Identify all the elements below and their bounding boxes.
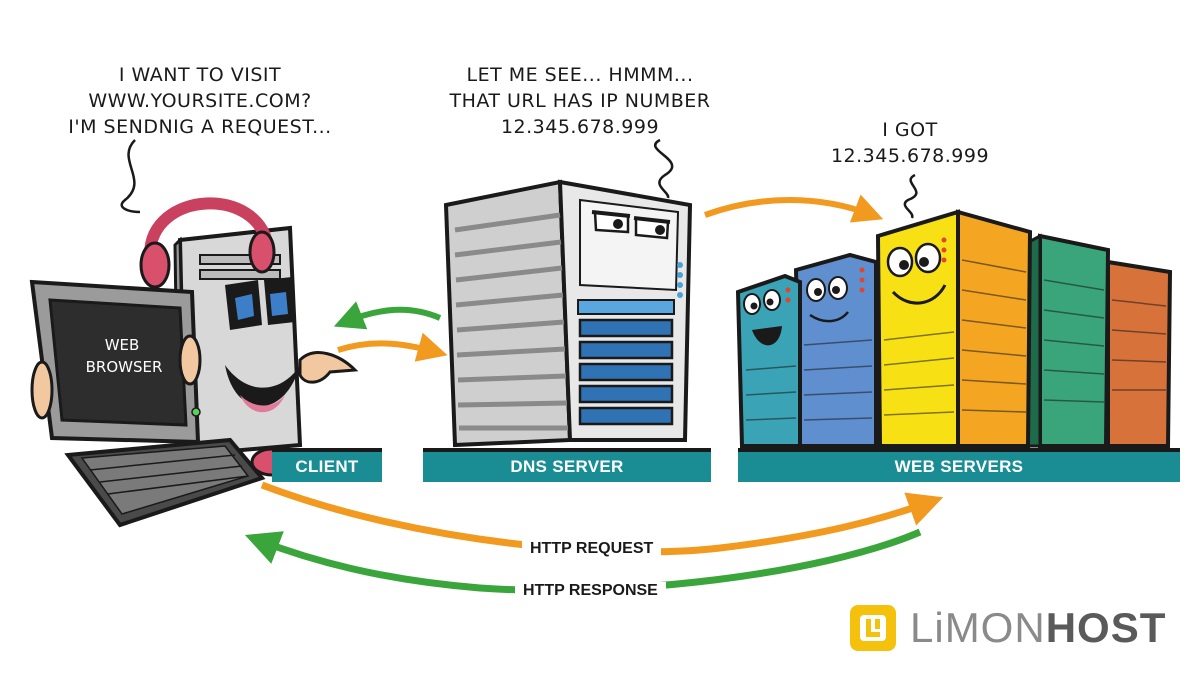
web-speech-line: 12.345.678.999 [830, 145, 990, 167]
web-label: WEB SERVERS [894, 457, 1024, 476]
lemon-logo-icon [850, 605, 896, 651]
dns-speech-tail [653, 138, 674, 199]
dns-speech-line: LET ME SEE... HMMM... [466, 64, 694, 86]
dns-speech-line: 12.345.678.999 [500, 116, 660, 138]
web-speech-line: I GOT [882, 119, 938, 141]
http-request-label: HTTP REQUEST [522, 540, 662, 558]
client-label: CLIENT [295, 457, 359, 476]
web-speech-tail [903, 173, 918, 219]
dns-speech: LET ME SEE... HMMM... THAT URL HAS IP NU… [420, 62, 740, 140]
monitor-label-line: WEB [105, 336, 140, 354]
client-request-arrow [337, 332, 448, 362]
dns-to-web-arrow [703, 194, 884, 223]
dns-label-bar: DNS SERVER [423, 448, 711, 482]
web-label-bar: WEB SERVERS [738, 448, 1180, 482]
http-request-arrow [260, 481, 944, 556]
dns-server-icon [443, 179, 693, 448]
dns-response-arrow [333, 301, 442, 330]
http-response-label: HTTP RESPONSE [515, 582, 666, 600]
client-label-bar: CLIENT [272, 448, 382, 482]
dns-speech-line: THAT URL HAS IP NUMBER [449, 90, 711, 112]
client-speech-tail [120, 139, 141, 214]
monitor-label-line: BROWSER [86, 358, 163, 376]
client-speech-line: I WANT TO VISIT [118, 64, 282, 86]
client-computer-icon: WEB BROWSER [29, 197, 359, 528]
client-speech-line: I'M SENDNIG A REQUEST... [68, 116, 332, 138]
web-speech: I GOT 12.345.678.999 [800, 117, 1020, 169]
logo-part2: HOST [1045, 604, 1167, 651]
client-speech-line: WWW.YOURSITE.COM? [88, 90, 312, 112]
logo-wordmark: LiMONHOST [910, 604, 1166, 652]
limonhost-logo: LiMONHOST [846, 598, 1166, 658]
dns-label: DNS SERVER [510, 457, 624, 476]
logo-part1: LiMON [910, 604, 1046, 651]
web-servers-icon [735, 209, 1173, 448]
client-speech: I WANT TO VISIT WWW.YOURSITE.COM? I'M SE… [40, 62, 360, 140]
